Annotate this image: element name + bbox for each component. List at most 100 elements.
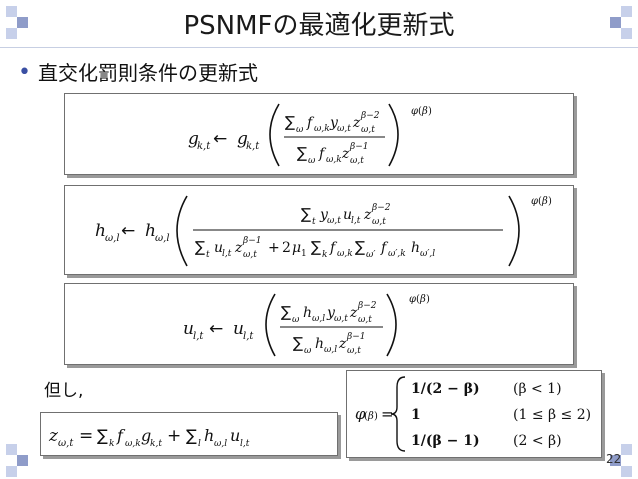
svg-text:): ): [374, 411, 378, 422]
svg-text:+: +: [268, 240, 280, 256]
equation-h-update: h ω,l ← h ω,l ∑ t y ω,t u l,t z β−2 ω,t …: [64, 185, 574, 275]
corner-square: [621, 6, 632, 17]
svg-text:ω,t: ω,t: [58, 438, 74, 449]
svg-text:ω,t: ω,t: [327, 216, 341, 226]
svg-text:ω,t: ω,t: [337, 124, 351, 134]
page-number: 22: [606, 452, 622, 466]
svg-text:1: 1: [301, 249, 307, 259]
corner-square: [6, 6, 17, 17]
svg-text:k,t: k,t: [197, 141, 211, 152]
equation-phi-formula: φ ( β ) = 1/(2 − β) (β < 1) 1 (1 ≤ β ≤ 2…: [355, 376, 591, 452]
svg-text:y: y: [319, 207, 329, 223]
svg-text:y: y: [329, 115, 339, 131]
svg-text:β−1: β−1: [346, 332, 365, 342]
equation-u-formula: u l,t ← u l,t ∑ ω h ω,l y ω,t z β−2 ω,t …: [183, 293, 430, 357]
svg-text:←: ←: [209, 319, 223, 339]
svg-text:+: +: [167, 426, 181, 446]
svg-text:u: u: [230, 426, 240, 445]
corner-square: [17, 17, 28, 28]
equation-u-update: u l,t ← u l,t ∑ ω h ω,l y ω,t z β−2 ω,t …: [64, 283, 574, 365]
svg-text:∑: ∑: [311, 238, 321, 256]
svg-text:g: g: [141, 426, 151, 445]
svg-text:(β < 1): (β < 1): [513, 381, 562, 397]
svg-text:2: 2: [282, 240, 291, 256]
corner-square: [610, 17, 621, 28]
svg-text:∑: ∑: [281, 303, 291, 321]
svg-text:∑: ∑: [97, 426, 108, 445]
svg-text:∑: ∑: [355, 238, 365, 256]
svg-text:ω,k: ω,k: [314, 124, 330, 134]
svg-text:k: k: [109, 439, 114, 449]
corner-square: [6, 444, 17, 455]
svg-text:u: u: [343, 207, 352, 223]
svg-text:ω,k: ω,k: [326, 155, 342, 165]
svg-text:φ: φ: [411, 106, 418, 117]
svg-text:f: f: [380, 240, 389, 256]
corner-square: [621, 466, 632, 477]
equation-g-formula: g k,t ← g k,t ∑ ω f ω,k y ω,t z β−2 ω,t …: [188, 103, 432, 167]
svg-text:f: f: [306, 115, 315, 131]
svg-text:∑: ∑: [186, 426, 197, 445]
svg-text:β: β: [367, 411, 374, 422]
svg-text:ω,t: ω,t: [350, 156, 364, 166]
svg-text:h: h: [315, 336, 324, 352]
svg-text:∑: ∑: [297, 144, 307, 162]
svg-text:1: 1: [411, 407, 421, 423]
title-divider: [0, 47, 638, 48]
svg-text:(: (: [418, 106, 422, 117]
svg-text:l,t: l,t: [222, 249, 232, 259]
svg-text:(2 < β): (2 < β): [513, 433, 562, 449]
svg-text:l: l: [198, 439, 201, 449]
svg-text:l,t: l,t: [351, 216, 361, 226]
svg-text:k: k: [322, 250, 327, 260]
svg-text:u: u: [183, 319, 194, 339]
svg-text:∑: ∑: [293, 334, 303, 352]
svg-text:ω,t: ω,t: [347, 346, 361, 356]
svg-text:ω: ω: [304, 346, 312, 356]
svg-text:t: t: [206, 250, 210, 260]
svg-text:β−2: β−2: [357, 301, 377, 311]
corner-square: [6, 28, 17, 39]
svg-text:(: (: [416, 294, 420, 305]
svg-text:ω,l: ω,l: [155, 233, 170, 244]
svg-text:←: ←: [213, 129, 227, 149]
svg-text:h: h: [411, 240, 420, 256]
svg-text:←: ←: [121, 221, 135, 241]
svg-text:=: =: [79, 426, 93, 446]
svg-text:β: β: [421, 106, 428, 117]
svg-text:ω,l: ω,l: [312, 314, 325, 324]
equation-phi-definition: φ ( β ) = 1/(2 − β) (β < 1) 1 (1 ≤ β ≤ 2…: [346, 370, 602, 458]
svg-text:ω,t: ω,t: [361, 125, 375, 135]
svg-text:f: f: [329, 240, 338, 256]
svg-text:l,t: l,t: [193, 331, 204, 342]
svg-text:z: z: [234, 240, 243, 256]
svg-text:h: h: [303, 305, 312, 321]
svg-text:β−2: β−2: [360, 111, 380, 121]
svg-text:∑: ∑: [195, 238, 205, 256]
svg-text:ω,k: ω,k: [337, 249, 353, 259]
svg-text:): ): [428, 106, 432, 117]
svg-text:f: f: [318, 146, 327, 162]
svg-text:1/(2 − β): 1/(2 − β): [411, 381, 480, 397]
svg-text:f: f: [116, 426, 126, 445]
svg-text:(: (: [364, 411, 368, 422]
svg-text:z: z: [341, 146, 350, 162]
svg-text:l,t: l,t: [240, 439, 250, 449]
equation-z-formula: z ω,t = ∑ k f ω,k g k,t + ∑ l h ω,l u l,…: [48, 426, 250, 449]
svg-text:h: h: [204, 426, 214, 445]
svg-text:): ): [548, 196, 552, 207]
svg-text:φ: φ: [355, 405, 366, 423]
svg-text:1/(β − 1): 1/(β − 1): [411, 433, 480, 449]
svg-text:h: h: [95, 221, 106, 241]
svg-text:ω,t: ω,t: [243, 250, 257, 260]
svg-text:ω: ω: [308, 156, 316, 166]
svg-text:z: z: [48, 426, 59, 446]
svg-text:(1 ≤ β ≤ 2): (1 ≤ β ≤ 2): [513, 407, 591, 423]
corner-square: [6, 466, 17, 477]
svg-text:ω,t: ω,t: [358, 315, 372, 325]
corner-square: [621, 28, 632, 39]
svg-text:(: (: [538, 196, 542, 207]
corner-square: [17, 455, 28, 466]
svg-text:ω,l: ω,l: [324, 345, 337, 355]
svg-text:): ): [426, 294, 430, 305]
